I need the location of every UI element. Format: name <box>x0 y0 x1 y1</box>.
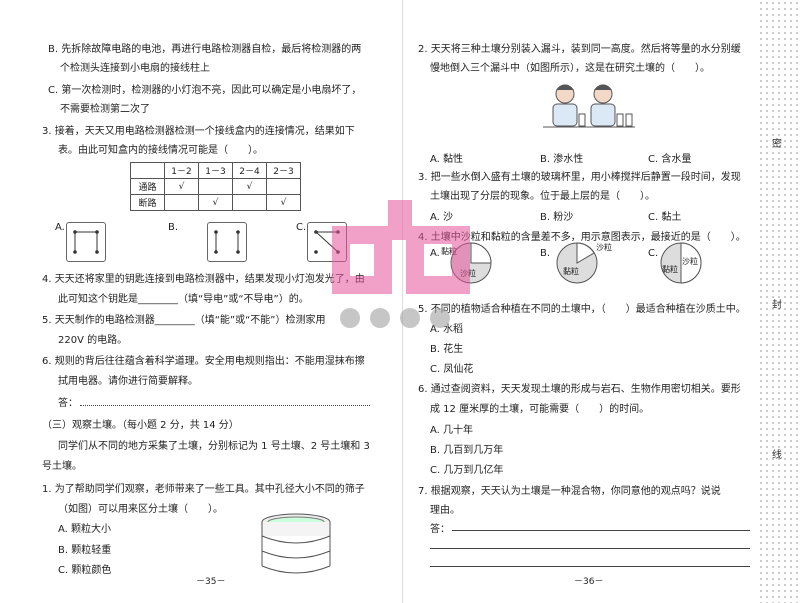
r-q7-answer-line-2[interactable] <box>430 548 750 549</box>
pie-c-icon <box>660 242 702 284</box>
r-q7-answer-label: 答： <box>430 524 450 535</box>
q4-line2: 此可知这个钥匙是________（填“导电”或“不导电”）的。 <box>58 294 309 305</box>
page-number-right: －36－ <box>574 577 604 587</box>
circuit-table: 1－2 1－3 2－4 2－3 通路 √ √ 断路 √ √ <box>130 162 301 211</box>
q6-answer-line[interactable] <box>80 404 370 406</box>
r-q5-option-c: C. 凤仙花 <box>430 364 474 375</box>
q6-line2: 拭用电器。请你进行简要解释。 <box>58 376 198 387</box>
table-header <box>130 162 165 179</box>
table-cell <box>266 178 301 195</box>
table-cell <box>198 178 233 195</box>
table-cell <box>232 194 267 211</box>
r-q5-text: 5. 不同的植物适合种植在不同的土壤中，（ ）最适合种植在沙质土中。 <box>418 304 746 315</box>
section-heading: （三）观察土壤。（每小题 2 分，共 14 分） <box>42 420 239 431</box>
table-cell: √ <box>164 178 199 195</box>
wiring-a-icon <box>73 230 99 254</box>
q4-line1: 4. 天天还将家里的钥匙连接到电路检测器中，结果发现小灯泡发光了，由 <box>42 274 365 285</box>
r-q6-option-b: B. 几百到几万年 <box>430 445 504 456</box>
table-cell: √ <box>232 178 267 195</box>
page-divider <box>402 0 403 603</box>
table-cell: 断路 <box>130 194 165 211</box>
r-q3-option-a: A. 沙 <box>430 212 454 223</box>
wiring-diagram-a <box>66 222 106 262</box>
q6-answer-label: 答： <box>58 398 78 409</box>
table-cell: √ <box>198 194 233 211</box>
q3-line2: 表。由此可知盒内的接线情况可能是（ ）。 <box>58 145 263 156</box>
q1-option-b: B. 颗粒轻重 <box>58 545 112 556</box>
r-q2-line2: 慢地倒入三个漏斗中（如图所示），这是在研究土壤的（ ）。 <box>430 63 710 74</box>
r-q5-option-a: A. 水稻 <box>430 324 464 335</box>
q2-option-c-line1: C. 第一次检测时，检测器的小灯泡不亮，因此可以确定是小电扇坏了， <box>48 85 362 96</box>
watermark-logo <box>332 200 470 328</box>
table-header: 1－3 <box>198 162 233 179</box>
side-label-feng: 封 <box>772 300 782 311</box>
r-q6-line1: 6. 通过查阅资料，天天发现土壤的形成与岩石、生物作用密切相关。要形 <box>418 384 741 395</box>
table-header: 2－3 <box>266 162 301 179</box>
children-experiment-icon <box>543 84 635 128</box>
table-cell <box>164 194 199 211</box>
r-q7-line1: 7. 根据观察，天天认为土壤是一种混合物，你同意他的观点吗？说说 <box>418 486 721 497</box>
option-a-label: A. <box>55 222 65 233</box>
q5-line2: 220V 的电路。 <box>58 335 128 346</box>
binding-margin <box>758 0 800 603</box>
table-row: 断路 √ √ <box>130 194 301 211</box>
r-q5-option-b: B. 花生 <box>430 344 464 355</box>
pie-b-label-clay: 黏粒 <box>563 267 579 276</box>
pie-c-label-clay: 黏粒 <box>662 265 678 274</box>
wiring-diagram-b <box>207 222 247 262</box>
side-label-xian: 线 <box>772 450 782 461</box>
pie-c-label-sand: 沙粒 <box>682 257 698 266</box>
q6-line1: 6. 规则的背后往往蕴含着科学道理。安全用电规则指出：不能用湿抹布擦 <box>42 356 365 367</box>
r-q7-answer-line-1[interactable] <box>452 530 750 531</box>
intro-line1: 同学们从不同的地方采集了土壤，分别标记为 1 号土壤、2 号土壤和 3 <box>58 441 370 452</box>
r-q6-option-c: C. 几万到几亿年 <box>430 465 504 476</box>
r-q2-option-b: B. 渗水性 <box>540 154 584 165</box>
r-q6-option-a: A. 几十年 <box>430 425 474 436</box>
pie-option-b-label: B. <box>540 248 551 259</box>
q2-option-b-line2: 个检测头连接到小电扇的接线柱上 <box>60 63 210 74</box>
q3-line1: 3. 接着，天天又用电路检测器检测一个接线盒内的连接情况，结果如下 <box>42 126 355 137</box>
r-q7-line2: 理由。 <box>430 505 460 516</box>
q2-option-c-line2: 不需要检测第二次了 <box>60 104 150 115</box>
pie-option-c-label: C. <box>648 248 659 259</box>
table-cell: 通路 <box>130 178 165 195</box>
table-header: 2－4 <box>232 162 267 179</box>
q1-option-a: A. 颗粒大小 <box>58 524 112 535</box>
page-number-left: －35－ <box>196 577 226 587</box>
pie-b-label-sand: 沙粒 <box>596 243 612 252</box>
r-q3-option-c: C. 黏土 <box>648 212 682 223</box>
q1-line1: 1. 为了帮助同学们观察，老师带来了一些工具。其中孔径大小不同的筛子 <box>42 484 365 495</box>
table-row: 通路 √ √ <box>130 178 301 195</box>
table-header: 1－2 <box>164 162 199 179</box>
r-q2-line1: 2. 天天将三种土壤分别装入漏斗，装到同一高度。然后将等量的水分别缓 <box>418 44 741 55</box>
r-q3-line1: 3. 把一些水倒入盛有土壤的玻璃杯里，用小棒搅拌后静置一段时间，发现 <box>418 172 741 183</box>
r-q2-option-c: C. 含水量 <box>648 154 692 165</box>
r-q2-option-a: A. 黏性 <box>430 154 464 165</box>
pie-option-a-label: A. <box>430 248 440 259</box>
q1-line2: （如图）可以用来区分土壤（ ）。 <box>58 504 223 515</box>
intro-line2: 号土壤。 <box>42 461 82 472</box>
table-cell: √ <box>266 194 301 211</box>
q1-option-c: C. 颗粒颜色 <box>58 565 112 576</box>
r-q3-option-b: B. 粉沙 <box>540 212 574 223</box>
q2-option-b-line1: B. 先拆除故障电路的电池，再进行电路检测器自检，最后将检测器的两 <box>48 44 362 55</box>
r-q6-line2: 成 12 厘米厚的土壤，可能需要（ ）的时间。 <box>430 404 650 415</box>
r-q3-line2: 土壤出现了分层的现象。位于最上层的是（ ）。 <box>430 191 655 202</box>
pie-b-icon <box>556 242 598 284</box>
q5-line1: 5. 天天制作的电路检测器________（填“能”或“不能”）检测家用 <box>42 315 326 326</box>
side-label-mi: 密 <box>772 139 782 150</box>
r-q4-text: 4. 土壤中沙粒和黏粒的含量差不多，用示意图表示，最接近的是（ ）。 <box>418 232 746 243</box>
option-b-label: B. <box>168 222 179 233</box>
r-q7-answer-line-3[interactable] <box>430 566 750 567</box>
wiring-b-icon <box>214 230 240 254</box>
sieve-stack-icon <box>261 513 331 574</box>
option-c-label: C. <box>296 222 307 233</box>
pie-a-label-clay: 黏粒 <box>441 247 457 256</box>
